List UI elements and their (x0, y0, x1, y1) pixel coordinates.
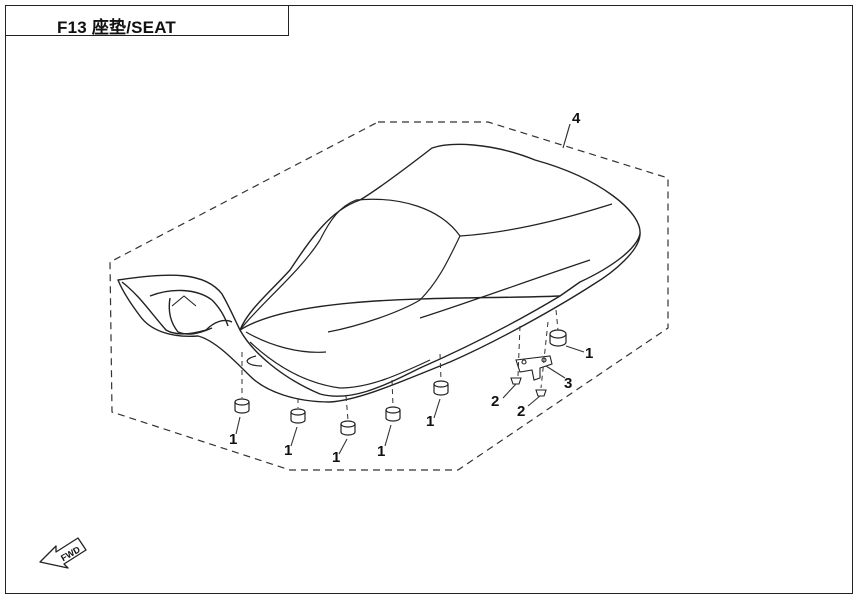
callout-damper-d: 1 (377, 443, 385, 460)
seat-body (117, 143, 641, 403)
callout-damper-f: 1 (585, 345, 593, 362)
leader-clip-a (502, 383, 517, 399)
callout-damper-e: 1 (426, 413, 434, 430)
rubber-damper-b (290, 408, 306, 424)
clip-b (535, 389, 547, 397)
leader-latch (545, 365, 566, 379)
fwd-arrow-icon: FWD (39, 537, 87, 569)
damper-leaders (235, 345, 585, 455)
rubber-damper-f (549, 329, 567, 347)
seat-latch (515, 355, 553, 381)
callout-damper-c: 1 (332, 449, 340, 466)
callout-damper-b: 1 (284, 442, 292, 459)
title-box: F13 座垫/SEAT (5, 5, 289, 37)
rubber-damper-e (433, 380, 449, 396)
leader-clip-b (527, 395, 541, 407)
drawing-frame (5, 5, 853, 594)
leader-seat (562, 123, 571, 149)
callout-clip-b: 2 (517, 403, 525, 420)
assembly-boundary (109, 121, 669, 471)
mounting-axes (241, 309, 559, 421)
callout-latch: 3 (564, 375, 572, 392)
clip-a (510, 377, 522, 385)
rubber-damper-a (234, 398, 250, 414)
callout-clip-a: 2 (491, 393, 499, 410)
seat-contours (239, 198, 613, 389)
rubber-damper-d (385, 406, 401, 422)
callout-seat: 4 (572, 110, 581, 127)
callout-damper-a: 1 (229, 431, 237, 448)
rubber-damper-c (340, 420, 356, 436)
page-title: F13 座垫/SEAT (57, 18, 177, 37)
